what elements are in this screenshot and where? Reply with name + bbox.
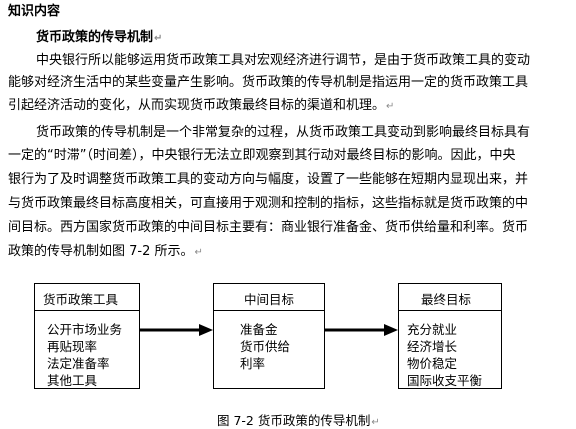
box-policy-tools: 货币政策工具 公开市场业务 再贴现率 法定准备率 其他工具 [34, 283, 140, 389]
box-item: 准备金 [240, 322, 278, 337]
figure-caption: 图 7-2 货币政策的传导机制↵ [217, 413, 380, 428]
box-item: 货币供给 [240, 339, 291, 354]
box-item: 法定准备率 [47, 356, 110, 371]
paragraph-line: 能够对经济生活中的某些变量产生影响。货币政策的传导机制是指运用一定的货币政策工具 [8, 75, 529, 90]
box-items: 准备金 货币供给 利率 [240, 321, 290, 372]
box-item: 物价稳定 [407, 356, 458, 371]
box-header: 中间目标 [214, 284, 324, 311]
box-header: 最终目标 [399, 284, 501, 311]
arrowhead [384, 324, 398, 336]
paragraph-line: 一定的“时滞”（时间差），中央银行无法立即观察到其行动对最终目标的影响。因此，中… [8, 148, 516, 163]
box-item: 充分就业 [407, 322, 458, 337]
box-title: 货币政策工具 [43, 292, 119, 307]
box-header: 货币政策工具 [35, 284, 139, 311]
arrowhead [199, 324, 213, 336]
paragraph-line: 政策的传导机制如图 7-2 所示。↵ [8, 244, 203, 259]
paragraph-line: 货币政策的传导机制是一个非常复杂的过程，从货币政策工具变动到影响最终目标具有 [36, 125, 531, 140]
box-item: 公开市场业务 [47, 322, 123, 337]
paragraph-line: 引起经济活动的变化，从而实现货币政策最终目标的渠道和机理。↵ [8, 98, 395, 113]
box-items: 公开市场业务 再贴现率 法定准备率 其他工具 [47, 321, 122, 389]
box-item: 经济增长 [407, 339, 458, 354]
subheading: 货币政策的传导机制↵ [36, 30, 163, 45]
paragraph-mark: ↵ [154, 33, 163, 44]
box-item: 其他工具 [47, 373, 98, 388]
box-item: 国际收支平衡 [407, 373, 483, 388]
section-heading: 知识内容 [8, 4, 61, 19]
box-item: 利率 [240, 356, 266, 371]
box-intermediate-targets: 中间目标 准备金 货币供给 利率 [213, 283, 325, 389]
paragraph-line: 中央银行所以能够运用货币政策工具对宏观经济进行调节，是由于货币政策工具的变动 [36, 53, 531, 68]
box-title: 最终目标 [421, 292, 472, 307]
paragraph-line: 间目标。西方国家货币政策的中间目标主要有：商业银行准备金、货币供给量和利率。货币 [8, 220, 529, 235]
box-title: 中间目标 [244, 292, 295, 307]
box-final-goals: 最终目标 充分就业 经济增长 物价稳定 国际收支平衡 [398, 283, 502, 389]
box-items: 充分就业 经济增长 物价稳定 国际收支平衡 [407, 321, 482, 389]
paragraph-line: 银行为了及时调整货币政策工具的变动方向与幅度，设置了一些能够在短期内显现出来，并 [8, 172, 529, 187]
box-item: 再贴现率 [47, 339, 98, 354]
paragraph-line: 与货币政策最终目标高度相关，可直接用于观测和控制的指标，这些指标就是货币政策的中 [8, 196, 529, 211]
